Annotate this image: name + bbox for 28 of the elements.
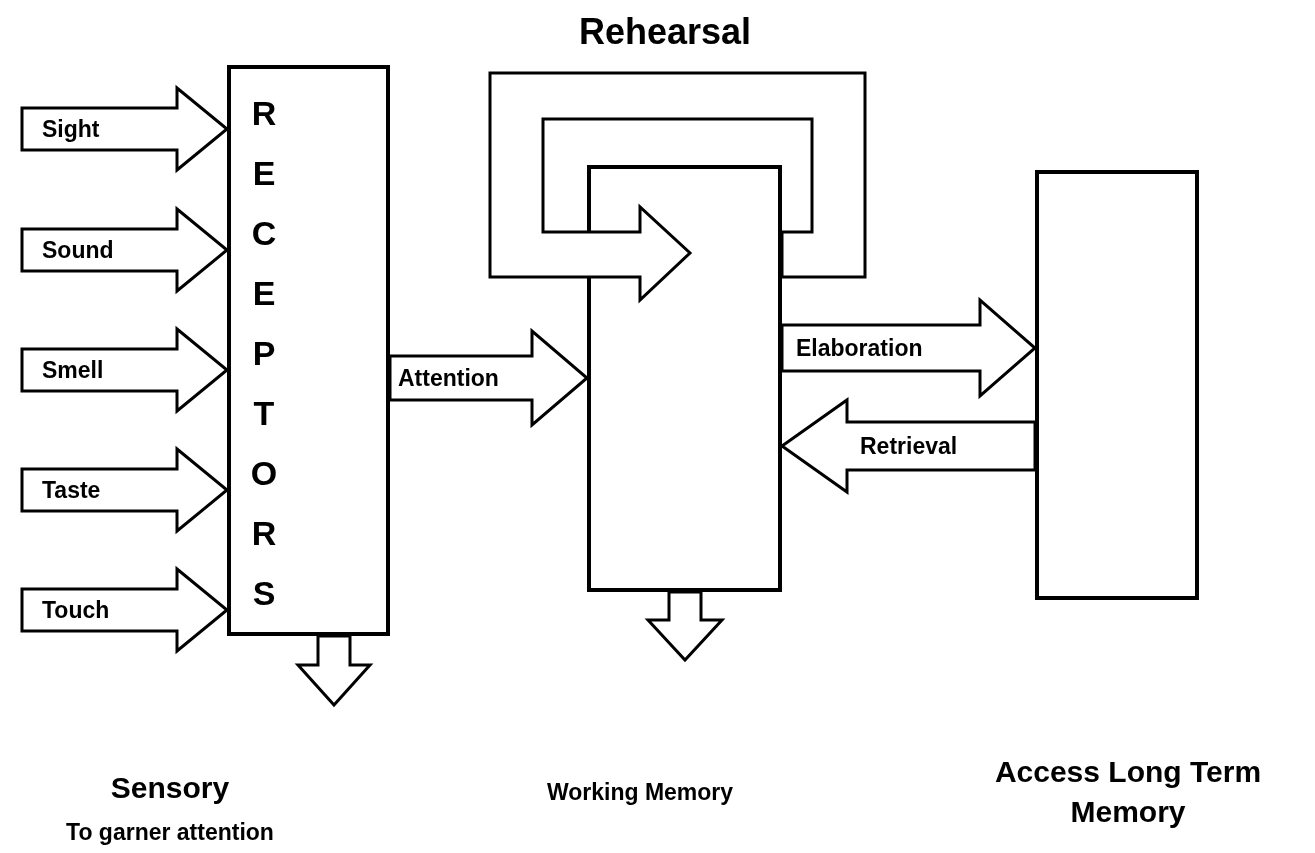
block-arrow (20, 565, 230, 655)
block-arrow (20, 84, 230, 174)
edge-label: Touch (42, 596, 110, 625)
edge-label: Attention (398, 364, 499, 393)
edge-label: Elaboration (796, 334, 923, 363)
edge-label: Taste (42, 476, 101, 505)
block-arrow (20, 205, 230, 295)
block-arrow (779, 397, 1037, 495)
block-arrow (20, 325, 230, 415)
block-arrow (388, 327, 590, 429)
edge-label: Rehearsal (577, 10, 753, 54)
edge-label: Smell (42, 356, 104, 385)
edge-label: Retrieval (860, 432, 958, 461)
block-arrow (644, 590, 726, 663)
memory-box (587, 165, 782, 592)
block-arrow (20, 445, 230, 535)
stage-label: Sensory (109, 770, 231, 806)
edge-label: Sight (42, 115, 100, 144)
edge-label: Sound (42, 236, 114, 265)
block-arrow (780, 296, 1038, 400)
stage-label: Access Long Term Memory (993, 754, 1263, 830)
stage-label: To garner attention (65, 818, 275, 847)
vertical-label: RECEPTORS (249, 93, 279, 614)
memory-box (1035, 170, 1199, 600)
receptor-box (227, 65, 390, 636)
block-arrow (488, 71, 867, 304)
stage-label: Working Memory (545, 778, 735, 807)
block-arrow (294, 634, 374, 708)
